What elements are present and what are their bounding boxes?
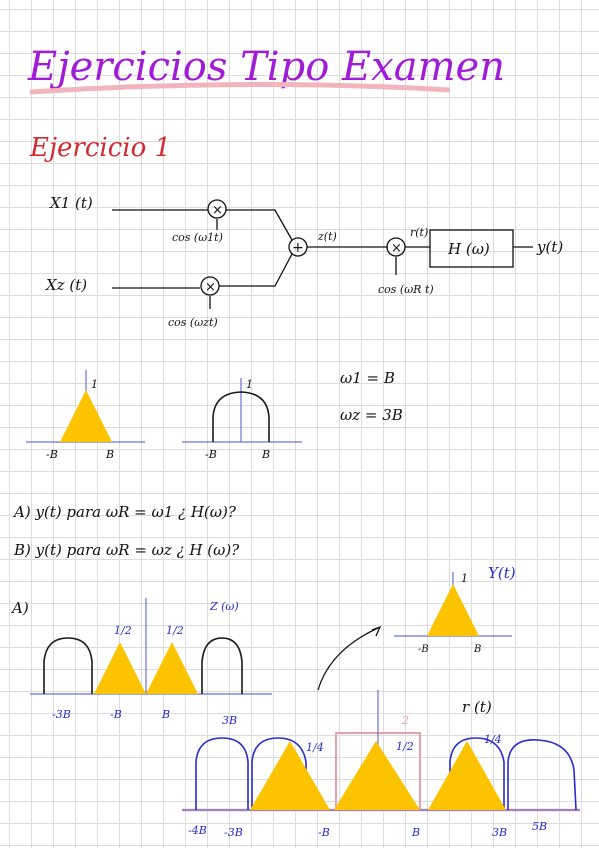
z-triangle-right bbox=[146, 642, 198, 694]
cos1-label: cos (ω1t) bbox=[172, 231, 223, 244]
x2-peak: 1 bbox=[246, 378, 253, 391]
r-5b: 5B bbox=[532, 820, 547, 833]
y-b: B bbox=[473, 644, 481, 655]
question-a: A) y(t) para ωR = ω1 ¿ H(ω)? bbox=[12, 503, 237, 521]
solution-label: A) bbox=[10, 599, 29, 617]
question-b: B) y(t) para ωR = ωz ¿ H (ω)? bbox=[13, 541, 240, 559]
r-quarter-left: 1/4 bbox=[306, 741, 324, 754]
z-half-left: 1/2 bbox=[114, 624, 132, 637]
z-spectrum: Z (ω) 1/2 1/2 -3B -B B 3B bbox=[30, 598, 272, 727]
r-spectrum-label: r (t) bbox=[462, 698, 492, 716]
filter-gain: 2 bbox=[401, 714, 409, 727]
x1-spectrum-triangle bbox=[60, 390, 112, 442]
z-right-curve bbox=[201, 637, 243, 694]
filter-label: H (ω) bbox=[447, 240, 490, 258]
r-quarter-right: 1/4 bbox=[484, 733, 502, 746]
arrow-to-y bbox=[317, 627, 379, 691]
title-underline bbox=[29, 81, 451, 95]
r-neg-b: -B bbox=[318, 826, 330, 839]
r-half: 1/2 bbox=[396, 740, 414, 753]
cosr-label: cos (ωR t) bbox=[378, 283, 434, 296]
x1-pos-b: B bbox=[105, 448, 114, 461]
z-left-curve bbox=[43, 637, 93, 694]
r-3b: 3B bbox=[492, 826, 507, 839]
param-w2: ωz = 3B bbox=[340, 406, 403, 424]
exercise-title: Ejercicio 1 bbox=[29, 133, 171, 163]
y-neg-b: -B bbox=[418, 644, 429, 655]
r-b: B bbox=[411, 826, 420, 839]
z-spectrum-label: Z (ω) bbox=[209, 600, 239, 613]
z-triangle-left bbox=[94, 642, 146, 694]
z-3b: 3B bbox=[222, 714, 237, 727]
r-curve-4 bbox=[507, 739, 577, 811]
filter-block bbox=[429, 229, 514, 268]
r-neg-4b: -4B bbox=[188, 824, 207, 837]
z-half-right: 1/2 bbox=[166, 624, 184, 637]
multiplier-3-symbol: × bbox=[391, 241, 402, 256]
r-label: r(t) bbox=[410, 226, 428, 239]
z-neg-3b: -3B bbox=[52, 708, 71, 721]
x1-label: X1 (t) bbox=[49, 194, 93, 212]
r-curve-2 bbox=[251, 737, 307, 810]
block-diagram: X1 (t) Xz (t) × × cos (ω1t) cos (ωzt) + … bbox=[45, 194, 563, 329]
x1-neg-b: -B bbox=[46, 448, 58, 461]
y-label: y(t) bbox=[536, 238, 563, 256]
multiplier-1-symbol: × bbox=[212, 203, 223, 218]
r-triangle-center bbox=[334, 741, 420, 810]
x1-peak: 1 bbox=[91, 378, 98, 391]
r-neg-3b: -3B bbox=[224, 826, 243, 839]
multiplier-2-symbol: × bbox=[205, 280, 216, 295]
r-triangle-right bbox=[428, 741, 506, 810]
x2-spectrum-curve bbox=[212, 391, 270, 442]
r-spectrum: r (t) 2 1/4 1/2 1/4 -4B -3B -B B 3B 5B bbox=[182, 690, 580, 839]
param-w1: ω1 = B bbox=[340, 369, 395, 387]
r-curve-3 bbox=[449, 737, 505, 810]
y-spectrum: 1 Y(t) -B B bbox=[317, 564, 516, 691]
x2-neg-b: -B bbox=[205, 448, 217, 461]
z-label: z(t) bbox=[317, 230, 337, 243]
y-peak: 1 bbox=[461, 572, 468, 585]
x2-pos-b: B bbox=[261, 448, 270, 461]
r-triangle-left bbox=[250, 741, 330, 810]
z-neg-b: -B bbox=[110, 708, 122, 721]
z-b: B bbox=[161, 708, 170, 721]
r-curve-1 bbox=[195, 737, 249, 810]
multiplier-1 bbox=[207, 199, 227, 219]
y-spectrum-label: Y(t) bbox=[488, 564, 516, 582]
y-triangle bbox=[427, 584, 479, 636]
input-spectra: 1 -B B 1 -B B bbox=[26, 370, 302, 461]
x2-label: Xz (t) bbox=[45, 276, 87, 294]
adder-symbol: + bbox=[292, 240, 304, 256]
cos2-label: cos (ωzt) bbox=[168, 316, 218, 329]
